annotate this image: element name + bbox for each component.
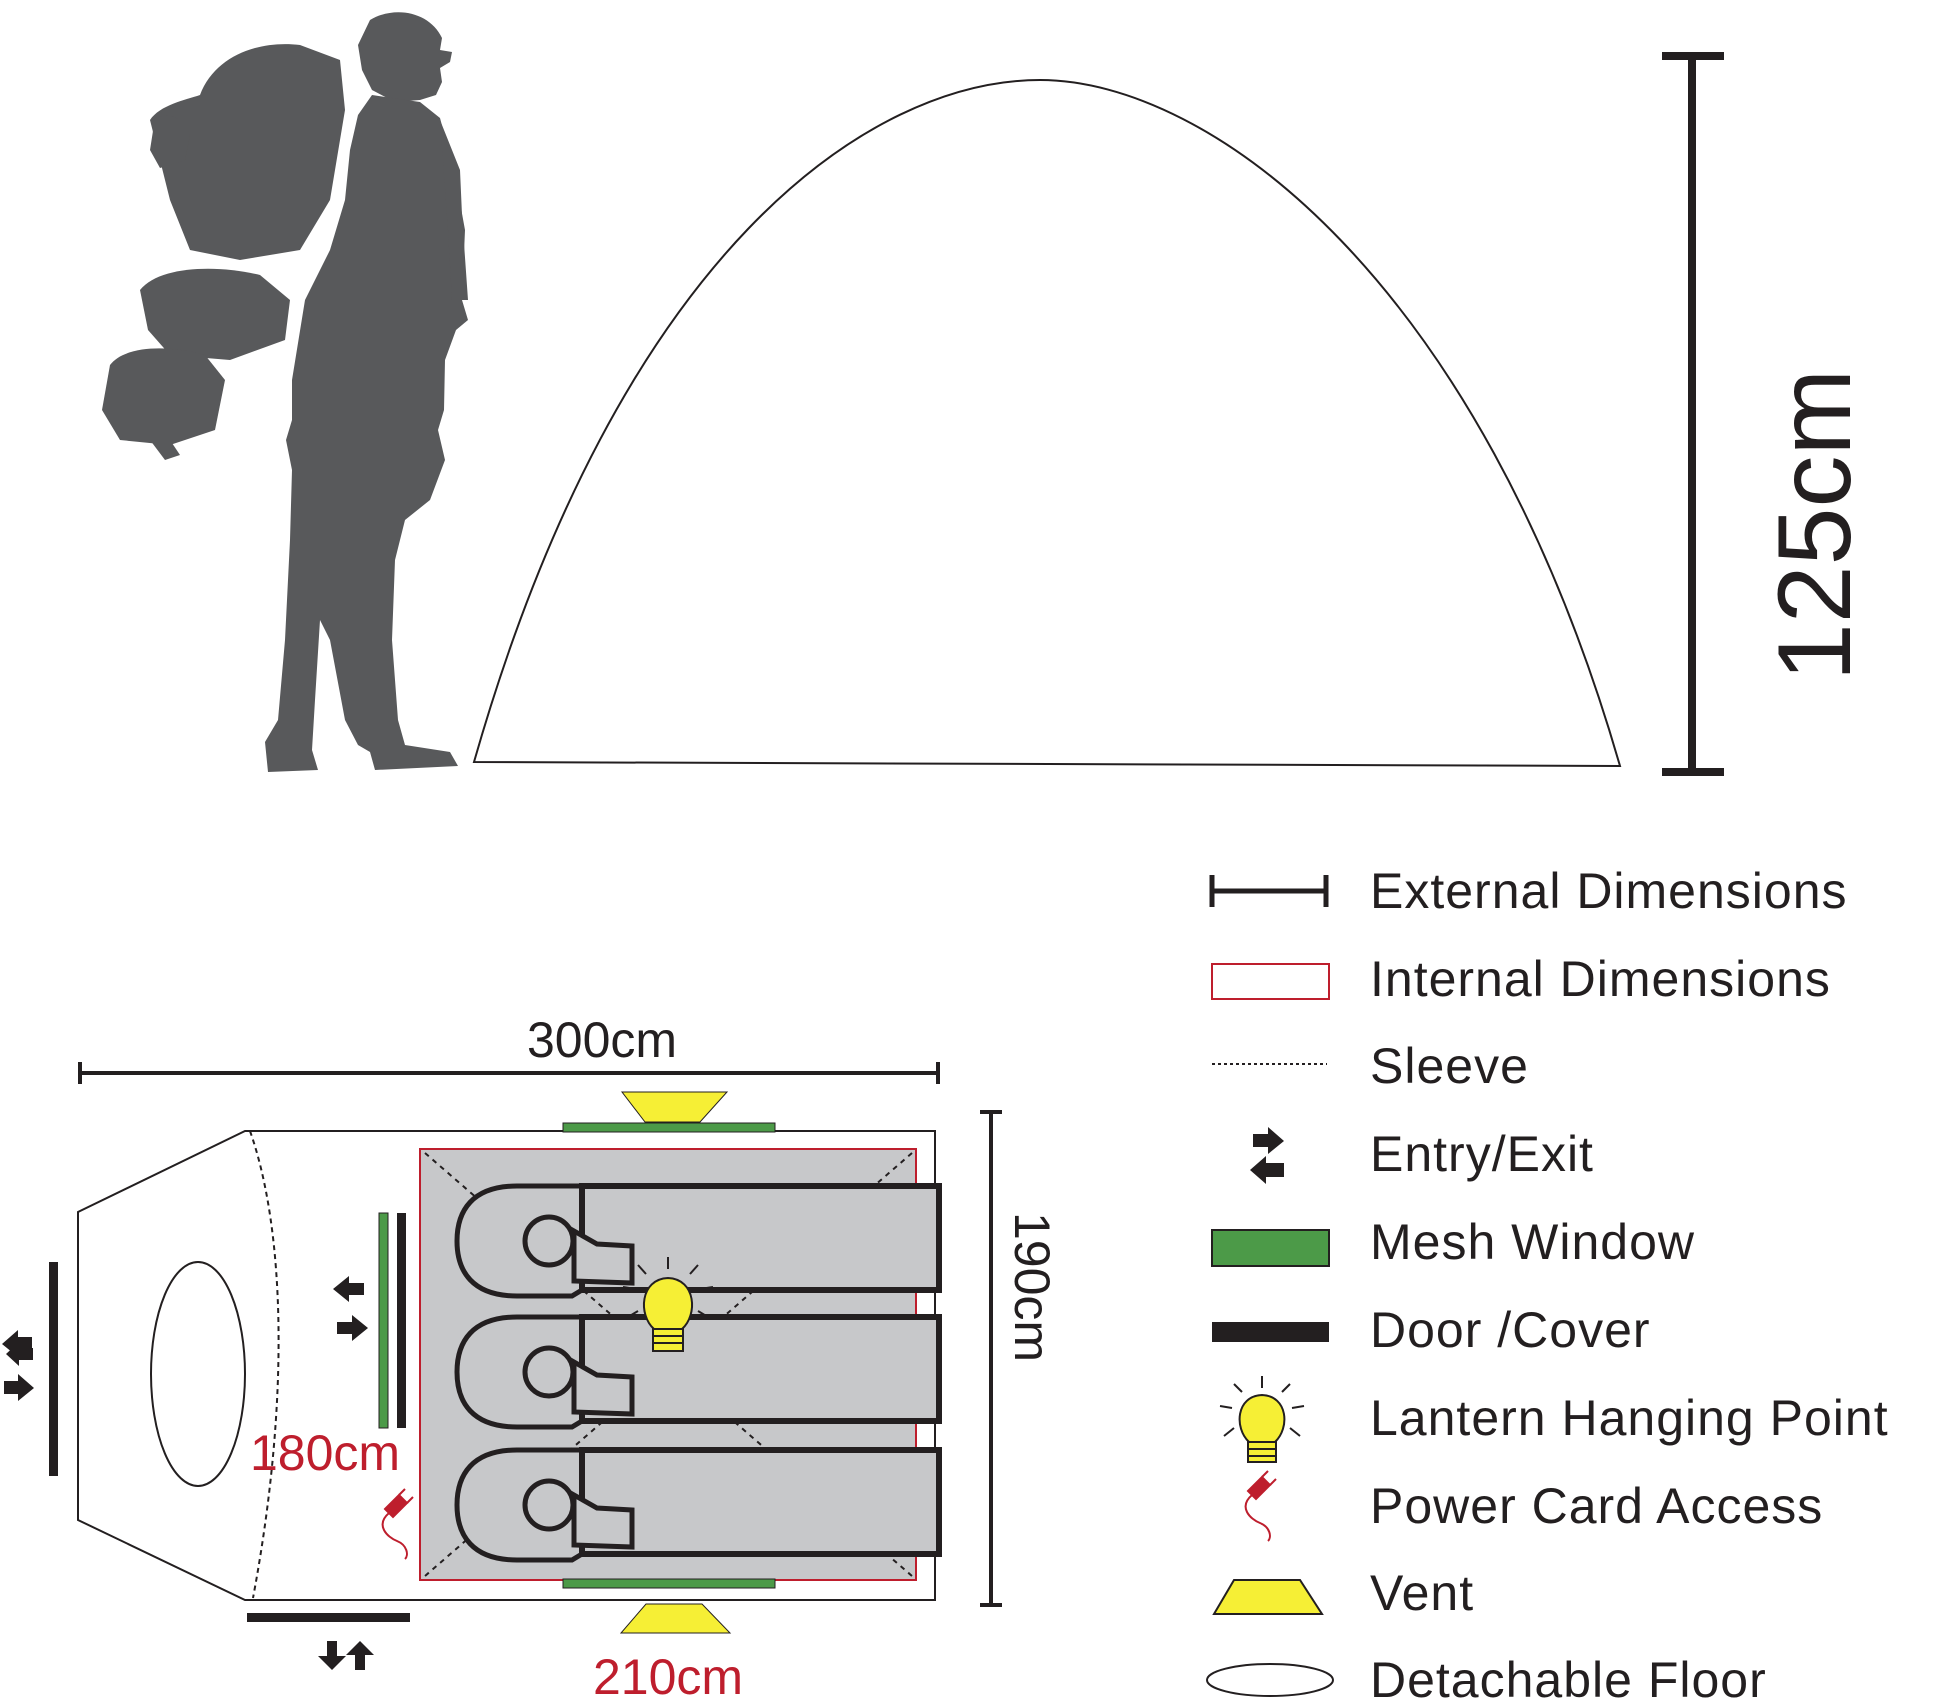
sleeping-bag — [457, 1186, 939, 1296]
length-label: 300cm — [527, 1012, 677, 1068]
sleeping-bag — [457, 1317, 939, 1427]
external-dimensions-icon — [1209, 875, 1329, 907]
entry-exit-icon — [2, 1330, 34, 1401]
vestibule-sleeve — [249, 1130, 280, 1599]
internal-dimensions-icon — [1211, 963, 1330, 1000]
floor-icon — [1206, 1663, 1334, 1697]
vent-icon — [620, 1091, 729, 1123]
width-label: 190cm — [1004, 1212, 1060, 1362]
mesh-window — [562, 1122, 776, 1133]
legend-label: Internal Dimensions — [1370, 951, 1831, 1007]
vent-icon — [619, 1603, 732, 1634]
legend-label: Mesh Window — [1370, 1214, 1695, 1270]
legend-label: External Dimensions — [1370, 863, 1848, 919]
mesh-window — [562, 1578, 776, 1589]
length-dimension-line — [78, 1062, 940, 1084]
vent-icon — [1212, 1579, 1324, 1615]
entry-exit-icon — [318, 1641, 374, 1670]
mesh-window-icon — [1211, 1229, 1330, 1267]
lantern-icon — [622, 1257, 714, 1352]
legend-label: Sleeve — [1370, 1038, 1529, 1094]
entry-exit-icon — [1250, 1127, 1284, 1184]
inner-length-label: 210cm — [593, 1649, 743, 1699]
lantern-icon — [1219, 1376, 1305, 1463]
legend-label: Lantern Hanging Point — [1370, 1390, 1889, 1446]
detachable-floor — [150, 1261, 246, 1487]
mesh-window — [378, 1212, 389, 1429]
height-dimension-line — [1662, 52, 1724, 776]
door-cover — [49, 1262, 58, 1476]
legend-label: Vent — [1370, 1565, 1474, 1621]
sleeping-bag — [457, 1450, 939, 1560]
legend-label: Door /Cover — [1370, 1302, 1651, 1358]
entry-exit-icon — [333, 1276, 368, 1341]
power-plug-icon — [1244, 1470, 1277, 1542]
door-cover-icon — [1212, 1322, 1329, 1342]
legend: External Dimensions Internal Dimensions … — [1206, 863, 1889, 1699]
door-cover — [397, 1213, 406, 1428]
inner-width-label: 180cm — [250, 1425, 400, 1481]
legend-label: Power Card Access — [1370, 1478, 1823, 1534]
hiker-silhouette — [102, 12, 468, 772]
door-cover — [247, 1613, 410, 1622]
legend-label: Entry/Exit — [1370, 1126, 1594, 1182]
power-plug-icon — [381, 1488, 414, 1560]
legend-label: Detachable Floor — [1370, 1652, 1767, 1699]
height-label: 125cm — [1757, 369, 1873, 681]
tent-side-profile — [472, 78, 1622, 768]
width-dimension-line — [980, 1110, 1002, 1607]
